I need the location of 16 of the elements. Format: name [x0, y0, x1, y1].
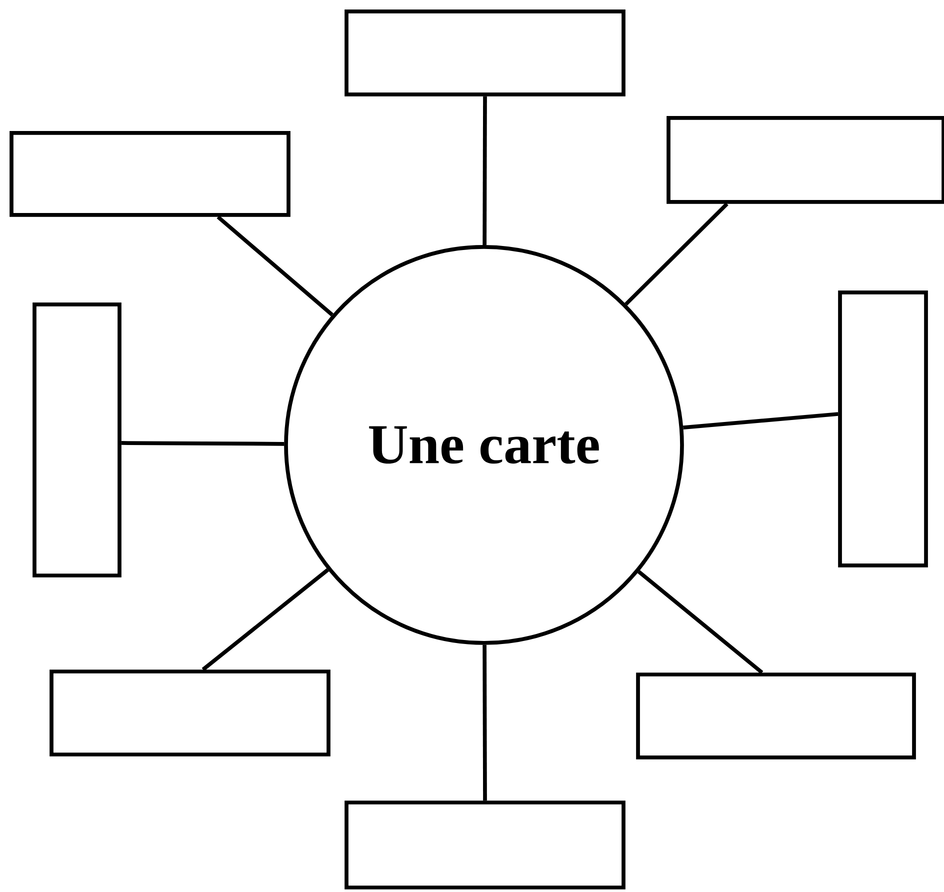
empty-box	[838, 290, 928, 568]
connector-line	[683, 412, 838, 430]
empty-box	[32, 302, 122, 578]
connector-line	[638, 570, 764, 674]
empty-box	[50, 670, 330, 756]
connector-line	[202, 568, 330, 672]
connector-line	[482, 96, 487, 246]
connector-line	[121, 441, 284, 446]
empty-box	[636, 672, 916, 760]
connector-line	[216, 215, 334, 316]
connector-line	[482, 644, 487, 801]
connector-line	[624, 202, 728, 306]
empty-box	[344, 800, 626, 890]
empty-box	[10, 131, 290, 217]
empty-box	[666, 116, 944, 204]
empty-box	[344, 10, 626, 96]
